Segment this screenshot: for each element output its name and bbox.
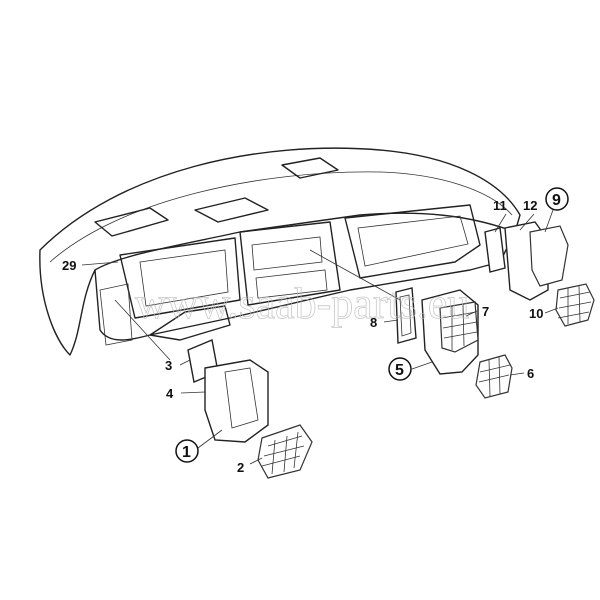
part-2-vent-grille — [257, 424, 313, 479]
watermark: www.saab-parts.eu — [135, 279, 469, 328]
callout-29: 29 — [62, 258, 76, 273]
callout-12: 12 — [523, 198, 537, 213]
leader-lines — [81, 209, 559, 465]
callout-7: 7 — [482, 304, 489, 319]
part-6-vent-grille — [475, 354, 513, 399]
callout-5: 5 — [395, 362, 404, 379]
callout-8: 8 — [370, 315, 377, 330]
callout-10: 10 — [529, 306, 543, 321]
dashboard-panel — [39, 147, 521, 356]
part-10-vent-grille — [555, 283, 595, 327]
callout-3: 3 — [165, 358, 172, 373]
callout-11: 11 — [493, 198, 507, 213]
part-1-vent-duct — [204, 359, 269, 443]
callout-2: 2 — [237, 460, 244, 475]
callout-4: 4 — [166, 386, 174, 401]
callout-9-circle — [545, 187, 569, 211]
callout-1: 1 — [182, 444, 191, 461]
callout-5-circle — [388, 357, 412, 381]
part-8-vent-seal — [395, 287, 417, 344]
callout-1-circle — [175, 439, 199, 463]
callout-6: 6 — [527, 366, 534, 381]
part-11-12-9-vent-assembly — [484, 221, 569, 301]
callout-9: 9 — [552, 192, 561, 209]
